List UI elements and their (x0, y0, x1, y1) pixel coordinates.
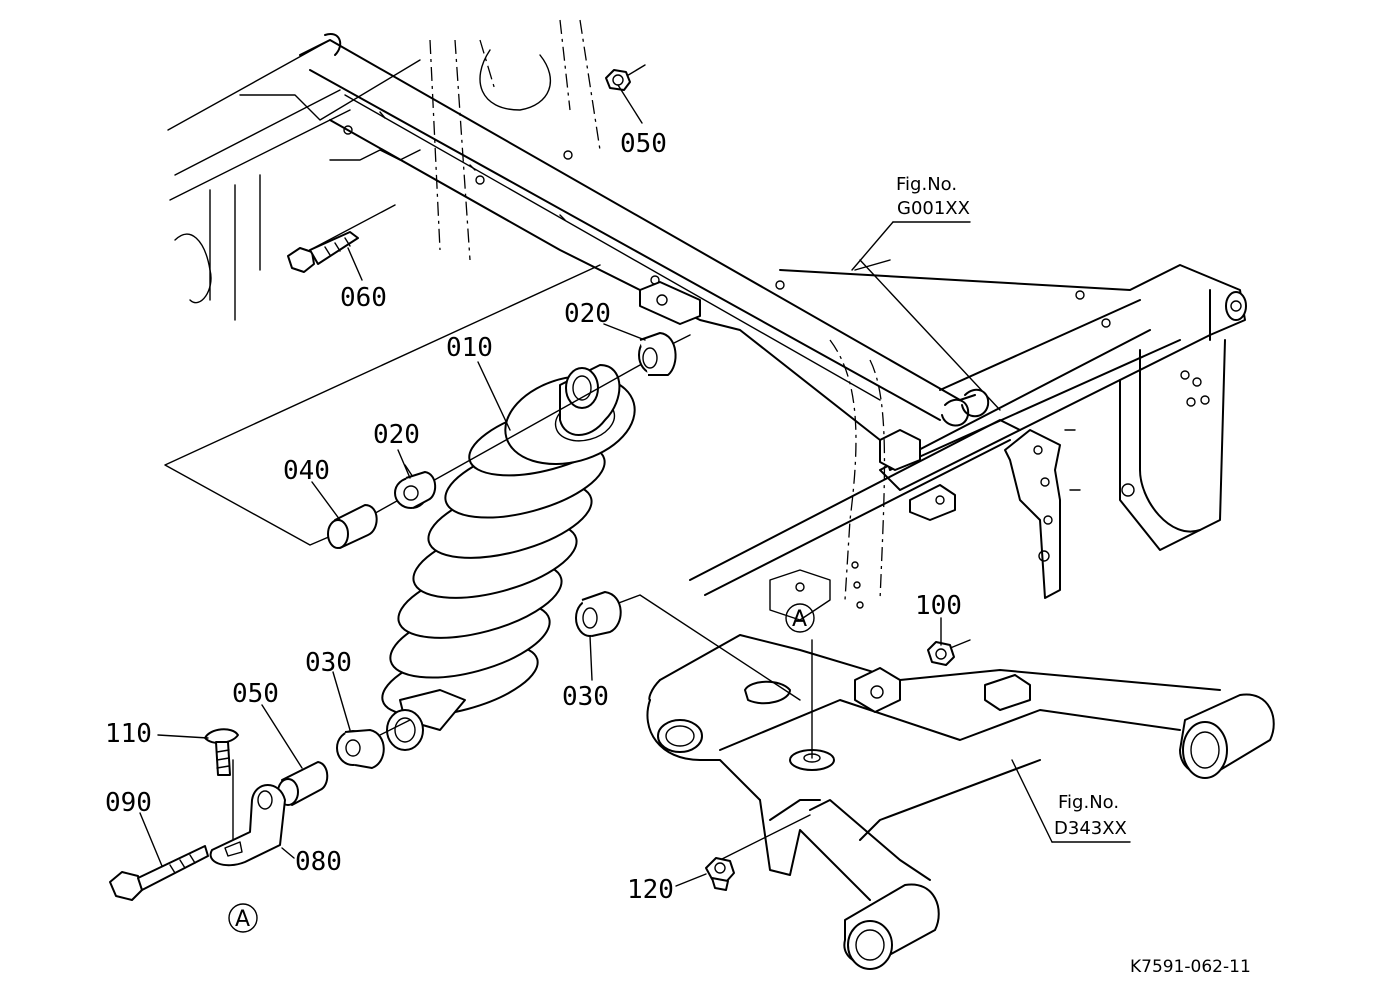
figure-code: K7591-062-11 (1130, 957, 1251, 977)
label-050: 050 (232, 679, 279, 709)
label-080: 080 (295, 847, 342, 877)
label-020-lower: 020 (373, 420, 420, 450)
fig-ref-g001xx-line1: Fig.No. (896, 174, 957, 195)
shock-absorber (381, 364, 636, 751)
swing-arm (646, 634, 1275, 970)
fig-ref-g001xx-line2: G001XX (897, 198, 970, 219)
label-110: 110 (105, 719, 152, 749)
marker-a-upper: A (792, 607, 807, 632)
label-070: 050 (620, 129, 667, 159)
label-100: 100 (915, 591, 962, 621)
label-040: 040 (283, 456, 330, 486)
label-010: 010 (446, 333, 493, 363)
fig-ref-d343xx-line1: Fig.No. (1058, 792, 1119, 813)
background-frame (167, 19, 601, 321)
fig-ref-d343xx-line2: D343XX (1054, 818, 1127, 839)
connection-marker-lower: A (228, 903, 258, 933)
main-frame (299, 33, 1247, 621)
figure-reference-g001xx: Fig.No. G001XX (851, 174, 971, 271)
label-030-left: 030 (305, 648, 352, 678)
label-060: 060 (340, 283, 387, 313)
part-labels: 050 060 010 020 020 040 030 030 050 110 … (105, 84, 962, 905)
small-parts (109, 69, 955, 901)
label-030-right: 030 (562, 682, 609, 712)
label-120: 120 (627, 875, 674, 905)
label-020-upper: 020 (564, 299, 611, 329)
label-090: 090 (105, 788, 152, 818)
figure-reference-d343xx: Fig.No. D343XX (1011, 759, 1131, 843)
connection-marker-upper: A (785, 603, 815, 633)
marker-a-lower: A (235, 907, 250, 932)
